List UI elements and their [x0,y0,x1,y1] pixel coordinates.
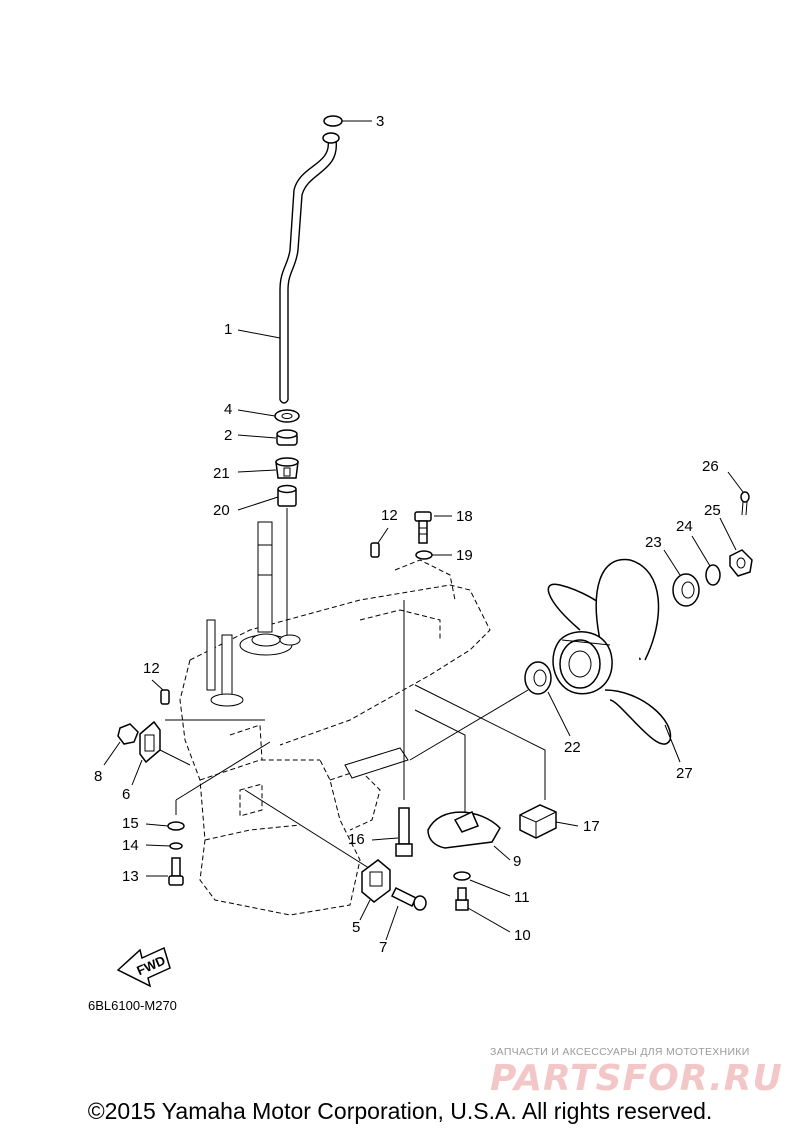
propeller-part-27 [547,558,672,745]
callout-13: 13 [122,868,139,885]
callout-8: 8 [94,768,102,785]
bolt-part-10 [455,887,469,911]
callout-3: 3 [376,113,384,130]
bolt-part-7 [390,886,427,911]
spacer-part-22 [524,661,552,695]
bolt-part-16 [395,807,413,857]
nut-part-8 [117,723,139,745]
callout-7: 7 [379,939,387,956]
washer-part-11 [453,871,471,881]
washer-part-24 [705,564,721,586]
callout-24: 24 [676,518,693,535]
watermark-logo: PARTSFOR.RU [490,1058,783,1099]
callout-9: 9 [513,853,521,870]
bolt-part-13 [168,857,184,886]
copyright-notice: ©2015 Yamaha Motor Corporation, U.S.A. A… [87,1098,713,1124]
callout-11: 11 [514,889,530,906]
anode-part-17 [519,804,557,839]
callout-14: 14 [122,837,139,854]
grommet-part-3b [322,132,340,144]
callout-4: 4 [224,401,232,418]
grommet-part-3a [323,115,343,127]
seal-part-2 [276,429,298,446]
callout-16: 16 [348,831,365,848]
cotter-pin-part-26 [740,491,750,516]
diagram-code: 6BL6100-M270 [88,998,177,1013]
shift-rod [206,619,244,707]
callout-22: 22 [564,739,581,756]
washer-part-14 [169,842,183,850]
trim-tab-part-9 [427,810,501,849]
callout-25: 25 [704,502,721,519]
seal-part-4 [274,409,300,423]
drive-shaft [239,521,301,656]
watermark: ЗАПЧАСТИ И АКСЕССУАРЫ ДЛЯ МОТОТЕХНИКИ PA… [490,1046,783,1099]
callout-12-upper: 12 [381,507,398,524]
callout-2: 2 [224,427,232,444]
water-tube-part-1 [279,139,337,404]
callout-leaders [103,120,744,941]
callout-20: 20 [213,502,230,519]
watermark-tagline: ЗАПЧАСТИ И АКСЕССУАРЫ ДЛЯ МОТОТЕХНИКИ [490,1046,750,1058]
callout-21: 21 [213,465,230,482]
seal-part-20 [277,484,297,507]
grommet-part-6 [139,720,161,764]
dowel-pin-part-12a [370,542,380,558]
spacer-part-23 [672,573,700,607]
callout-18: 18 [456,508,473,525]
callout-5: 5 [352,919,360,936]
propeller-shaft [344,747,409,779]
callout-27: 27 [676,765,693,782]
callout-1: 1 [224,321,232,338]
callout-6: 6 [122,786,130,803]
anode-part-5 [361,859,391,903]
seal-part-21 [275,457,299,479]
callout-15: 15 [122,815,139,832]
callout-23: 23 [645,534,662,551]
nut-part-25 [729,549,753,577]
bolt-part-18 [414,511,432,544]
lower-casing-outline [179,559,491,916]
callout-26: 26 [702,458,719,475]
washer-part-19 [415,550,433,560]
callout-12-lower: 12 [143,660,160,677]
callout-10: 10 [514,927,531,944]
callout-17: 17 [583,818,600,835]
washer-part-15 [167,821,185,831]
callout-19: 19 [456,547,473,564]
dowel-pin-part-12b [160,689,170,705]
fwd-arrow-icon: FWD [116,946,171,988]
callout-numbers: 3 1 4 2 21 20 12 18 19 12 8 6 15 14 13 1… [94,113,721,956]
